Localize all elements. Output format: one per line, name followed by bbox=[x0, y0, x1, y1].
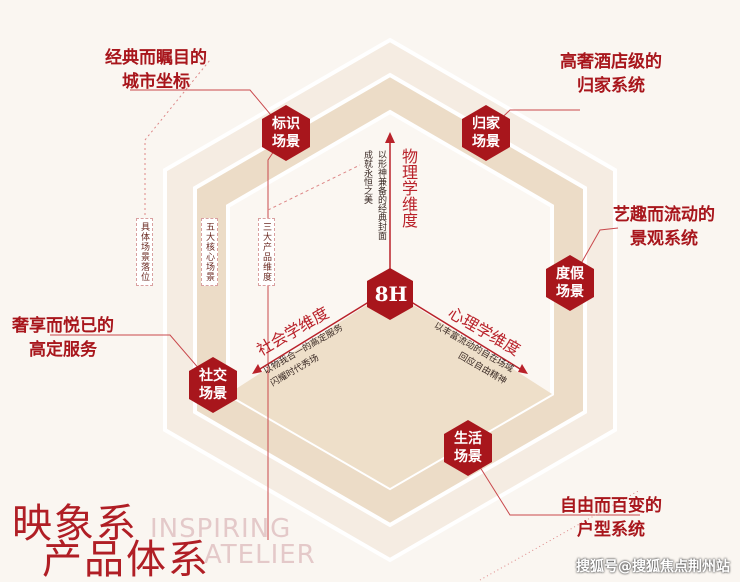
label-life: 自由而百变的 户型系统 bbox=[560, 496, 662, 540]
arrow-head bbox=[252, 364, 262, 374]
dotted-line bbox=[479, 489, 641, 581]
title-line2: 产品体系 bbox=[42, 537, 210, 582]
node-landmark: 标识 场景 bbox=[272, 116, 300, 150]
watermark: 搜狐号@搜狐焦点荆州站 bbox=[576, 559, 730, 575]
title-line1: 映象系 bbox=[12, 501, 138, 547]
label-resort: 艺趣而流动的 景观系统 bbox=[613, 205, 715, 249]
center-logo: 8H bbox=[374, 282, 408, 306]
label-social: 奢享而悦已的 高定服务 bbox=[12, 316, 114, 360]
axis-psych bbox=[407, 299, 526, 373]
label-landmark: 经典而瞩目的 城市坐标 bbox=[105, 48, 207, 92]
arrow-head bbox=[385, 132, 395, 143]
node-hexagons bbox=[189, 105, 594, 476]
label-home: 高奢酒店级的 归家系统 bbox=[560, 52, 662, 96]
tag-five: 五大核心场景 bbox=[201, 218, 218, 286]
title-en1: INSPIRING bbox=[150, 514, 292, 544]
node-social: 社交 场景 bbox=[199, 368, 227, 402]
dotted-line bbox=[267, 164, 361, 211]
connector-line bbox=[467, 447, 640, 516]
title-en2: ATELIER bbox=[204, 540, 316, 570]
dim-physical-desc1: 以形神兼备的经典封面 bbox=[376, 150, 386, 240]
dim-physical-desc2: 成就永恒之美 bbox=[362, 150, 372, 204]
axis-social bbox=[254, 299, 373, 373]
dim-physical-title: 物理学维度 bbox=[399, 148, 418, 228]
tag-three: 三大产品维度 bbox=[258, 218, 275, 286]
tag-specific: 具体场景落位 bbox=[136, 218, 153, 286]
node-home: 归家 场景 bbox=[472, 116, 500, 150]
node-resort: 度假 场景 bbox=[556, 266, 584, 300]
arrow-head bbox=[518, 364, 528, 374]
node-life: 生活 场景 bbox=[454, 431, 482, 465]
